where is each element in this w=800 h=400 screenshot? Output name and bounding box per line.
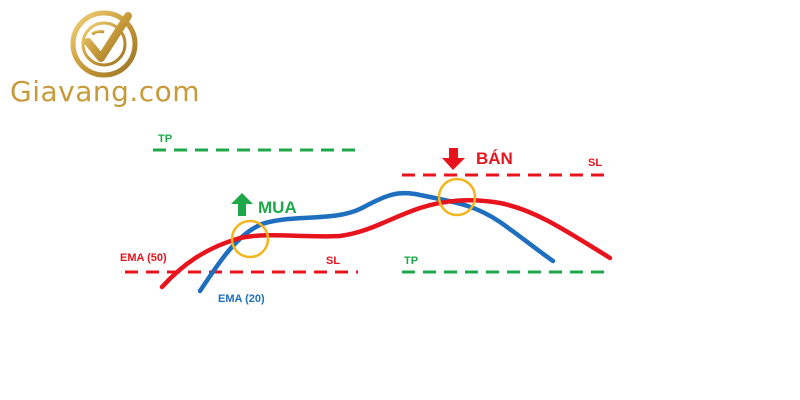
sell-label: BÁN xyxy=(476,149,513,168)
ema20-label: EMA (20) xyxy=(218,293,265,305)
buy-label: MUA xyxy=(258,198,297,217)
sell-crossover-circle-marker-icon xyxy=(437,177,477,217)
sl-label-left: SL xyxy=(326,255,340,267)
gold-checkmark-emblem-icon xyxy=(70,10,138,78)
ema50-label: EMA (50) xyxy=(120,252,167,264)
brand-logo: Giavang.com xyxy=(10,10,200,108)
arrow-up-icon xyxy=(231,193,253,216)
tp-label-left: TP xyxy=(158,133,172,145)
sl-label-right: SL xyxy=(588,157,602,169)
tp-label-right: TP xyxy=(404,255,418,267)
buy-signal: MUA xyxy=(231,193,297,217)
buy-crossover-circle-marker-icon xyxy=(230,219,270,259)
ema50-curve xyxy=(159,198,613,290)
arrow-down-icon xyxy=(442,148,465,170)
sell-signal: BÁN xyxy=(442,148,513,170)
ema20-curve xyxy=(197,190,556,294)
brand-name: Giavang.com xyxy=(10,75,200,108)
